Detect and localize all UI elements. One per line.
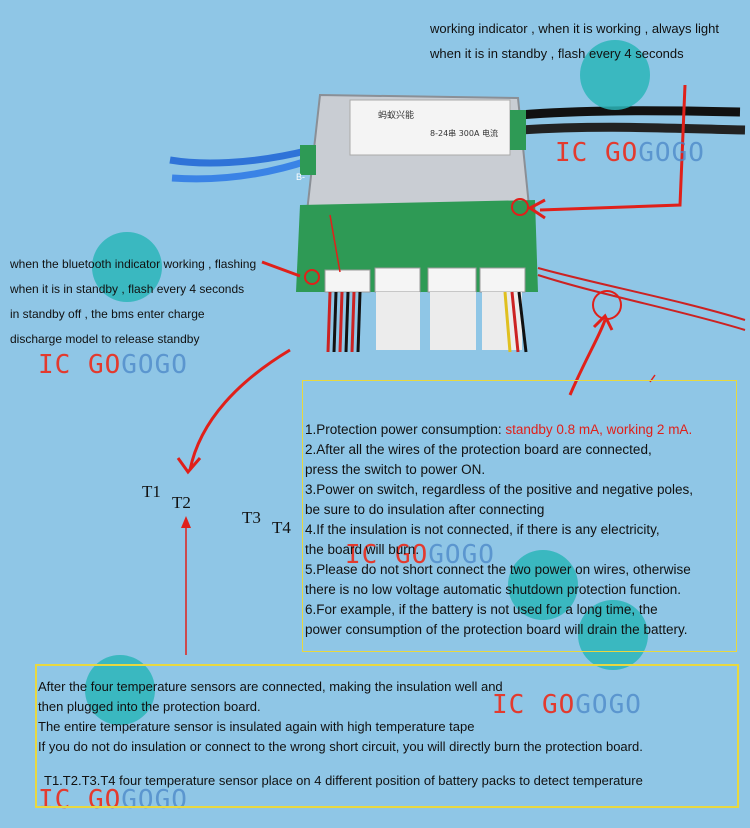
watermark: IC GOGOGO (38, 785, 188, 815)
sensor-label-t4: T4 (272, 518, 291, 537)
protection-info-box (302, 380, 737, 652)
board-brand: 蚂蚁兴能 (378, 111, 415, 121)
sensor-label-t3: T3 (242, 508, 261, 527)
board-spec: 8-24串 300A 电流 (430, 129, 498, 138)
watermark-circle-icon (580, 40, 650, 110)
watermark: IC GOGOGO (492, 690, 642, 720)
watermark: IC GOGOGO (38, 350, 188, 380)
temperature-sensor-text: After the four temperature sensors are c… (38, 679, 643, 754)
watermark-circle-icon (508, 550, 578, 620)
watermark-circle-icon (92, 232, 162, 302)
working-indicator-note: working indicator , when it is working ,… (430, 21, 720, 61)
temperature-sensor-box (35, 664, 739, 808)
board-connector-label: B- (296, 172, 305, 182)
sensor-placement-note: T1.T2.T3.T4 four temperature sensor plac… (44, 773, 643, 788)
watermark: IC GOGOGO (345, 540, 495, 570)
info-item-1: 1.Protection power consumption: standby … (305, 422, 693, 437)
watermark-circle-icon (578, 600, 648, 670)
sensor-label-t2: T2 (172, 493, 191, 512)
watermark: IC GOGOGO (555, 138, 705, 168)
bluetooth-indicator-note: when the bluetooth indicator working , f… (10, 257, 257, 346)
protection-info-text: 1.Protection power consumption: standby … (305, 420, 745, 640)
sensor-label-t1: T1 (142, 482, 161, 501)
watermark-circle-icon (85, 655, 155, 725)
